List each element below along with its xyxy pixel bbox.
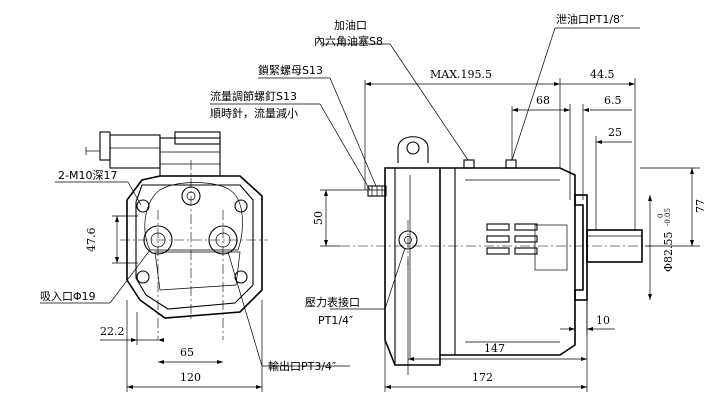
label-oil-fill-port: 加油口 xyxy=(334,18,367,32)
dim-25: 25 xyxy=(608,126,622,139)
dim-max-length: MAX.195.5 xyxy=(430,68,492,81)
front-view xyxy=(85,131,268,340)
side-view-dimensions xyxy=(320,78,700,392)
label-flow-adjust-screw: 流量調節螺釘S13 xyxy=(210,89,297,103)
dim-10: 10 xyxy=(596,314,610,327)
dim-147: 147 xyxy=(484,342,505,355)
labels: 加油口 內六角油塞S8 泄油口PT1/8″ 鎖緊螺母S13 流量調節螺釘S13 … xyxy=(40,12,624,373)
label-gauge-port-line1: 壓力表接口 xyxy=(305,295,360,309)
label-hex-socket-plug: 內六角油塞S8 xyxy=(314,34,383,48)
side-view xyxy=(340,136,652,366)
dim-50: 50 xyxy=(312,211,325,225)
dim-phi-82-55: Φ82.55 xyxy=(662,231,675,272)
dim-77: 77 xyxy=(694,199,707,213)
label-gauge-port-line2: PT1/4″ xyxy=(318,314,353,327)
label-outlet-port: 輸出口PT3/4″ xyxy=(268,359,336,373)
dim-68: 68 xyxy=(536,94,550,107)
leader-lines xyxy=(40,27,640,367)
dim-120: 120 xyxy=(180,371,201,384)
dim-22-2: 22.2 xyxy=(100,325,125,338)
dim-65: 65 xyxy=(180,346,194,359)
label-mount-holes: 2-M10深17 xyxy=(58,169,117,182)
dim-6-5: 6.5 xyxy=(604,94,622,107)
label-drain-port: 泄油口PT1/8″ xyxy=(556,12,624,26)
dimension-texts: MAX.195.5 44.5 68 6.5 25 77 Φ82.55 0 -0.… xyxy=(85,68,707,384)
label-suction-port: 吸入口Φ19 xyxy=(40,290,96,303)
dim-44-5: 44.5 xyxy=(590,68,615,81)
front-view-dimensions xyxy=(100,215,263,392)
dim-172: 172 xyxy=(472,371,493,384)
label-clockwise-note: 順時針，流量減小 xyxy=(210,106,298,120)
dim-tolerance-upper: 0 xyxy=(657,214,665,218)
dim-tolerance-lower: -0.05 xyxy=(664,208,672,226)
label-lock-nut: 鎖緊螺母S13 xyxy=(258,63,323,77)
dim-47-6: 47.6 xyxy=(85,228,98,253)
